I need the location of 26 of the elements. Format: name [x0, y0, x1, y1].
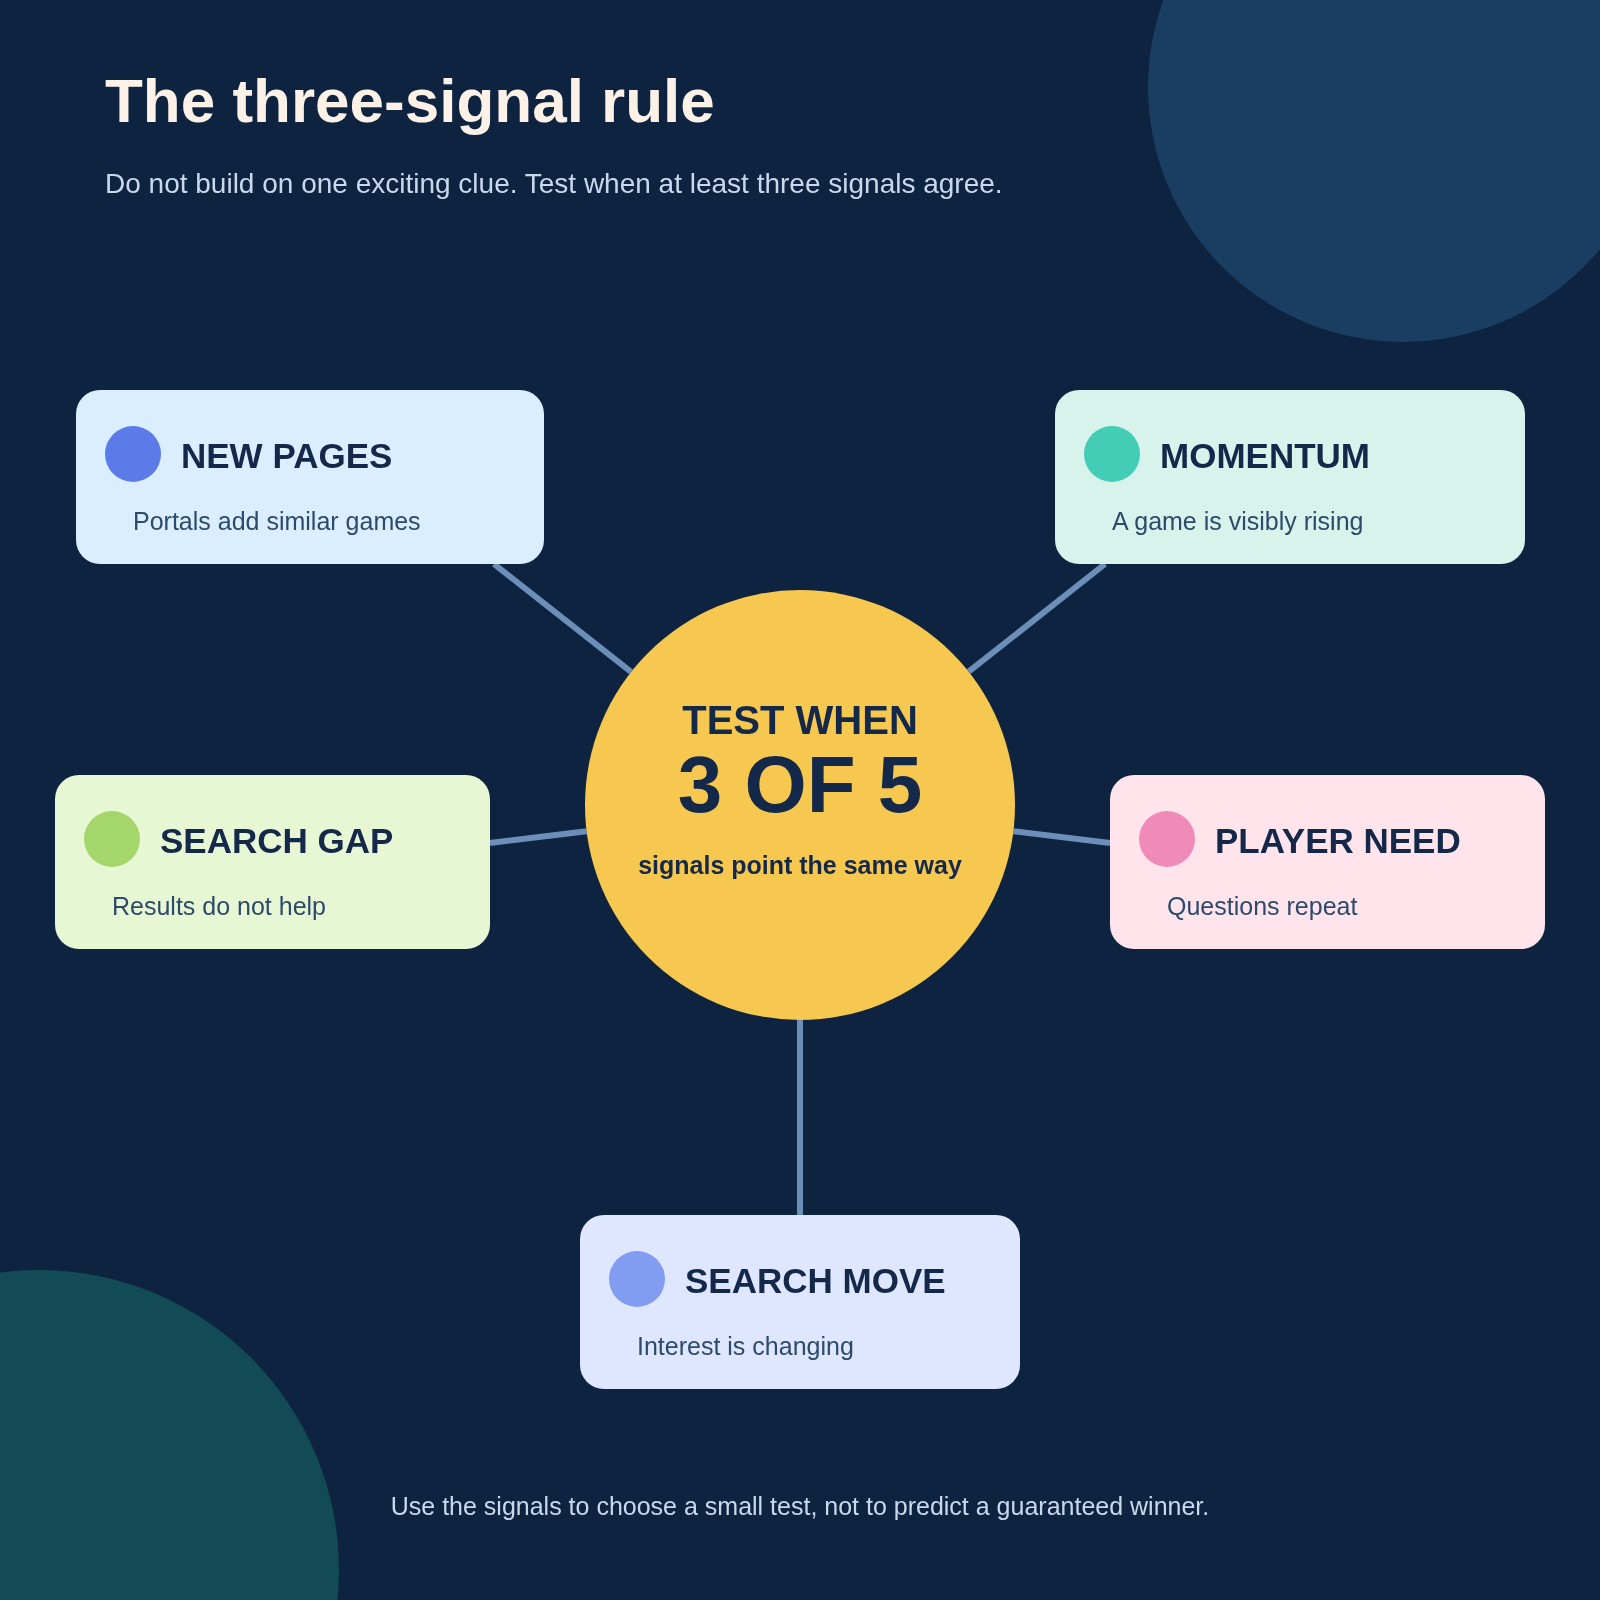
signal-card — [55, 775, 490, 949]
card-heading: PLAYER NEED — [1215, 820, 1461, 862]
card-text: A game is visibly rising — [1112, 506, 1364, 537]
title: The three-signal rule — [105, 65, 715, 137]
signal-card — [1110, 775, 1545, 949]
subtitle: Do not build on one exciting clue. Test when at least three signals agree. — [105, 167, 1003, 201]
footer-note: Use the signals to choose a small test, not to predict a guaranteed winner. — [389, 1491, 1211, 1522]
signal-card — [76, 390, 544, 564]
connector-line — [1013, 828, 1111, 846]
card-text: Interest is changing — [637, 1331, 854, 1362]
circle-caption: signals point the same way — [638, 850, 962, 882]
signal-card — [580, 1215, 1020, 1389]
connector-line — [797, 1020, 803, 1215]
card-text: Portals add similar games — [133, 506, 421, 537]
signal-card — [1055, 390, 1525, 564]
circle-heading: TEST WHEN — [682, 697, 918, 745]
card-text: Questions repeat — [1167, 891, 1358, 922]
connector-line — [966, 561, 1107, 675]
connector-line — [489, 828, 587, 846]
card-heading: NEW PAGES — [181, 435, 393, 477]
card-text: Results do not help — [112, 891, 327, 922]
circle-number: 3 OF 5 — [677, 745, 923, 826]
card-heading: SEARCH GAP — [160, 820, 394, 862]
card-heading: SEARCH MOVE — [685, 1260, 946, 1302]
card-heading: MOMENTUM — [1160, 435, 1370, 477]
connector-line — [492, 561, 633, 675]
